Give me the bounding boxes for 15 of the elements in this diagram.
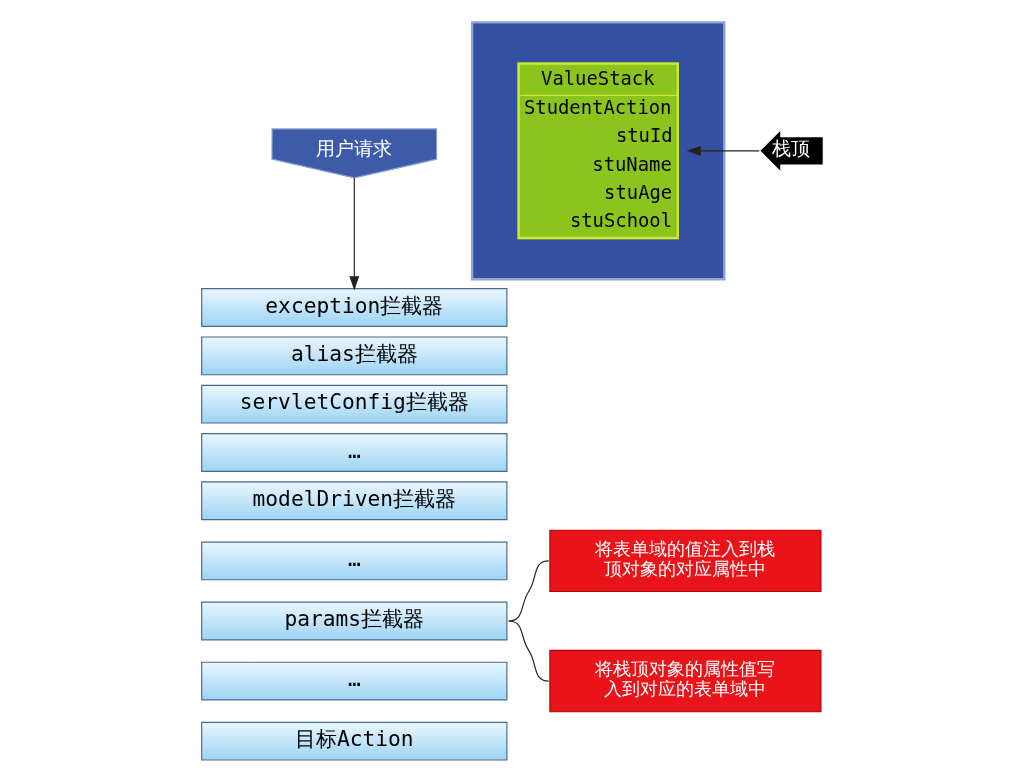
node-box: 目标Action [200, 721, 507, 761]
node-box: … [200, 433, 507, 472]
connector [507, 620, 549, 682]
node-box: … [200, 541, 507, 581]
node-box: servletConfig拦截器 [200, 384, 507, 424]
node-box: modelDriven拦截器 [200, 481, 507, 521]
cluster [470, 21, 725, 281]
node-box: 将表单域的值注入到栈顶对象的对应属性中 [548, 529, 821, 593]
node-box: alias拦截器 [200, 336, 507, 376]
node-box: … [200, 661, 507, 701]
node-box: params拦截器 [200, 601, 507, 641]
node-box: 将栈顶对象的属性值写入到对应的表单域中 [548, 649, 821, 713]
arrow [686, 145, 760, 156]
node-box: exception拦截器 [200, 288, 507, 327]
arrow [348, 177, 359, 291]
